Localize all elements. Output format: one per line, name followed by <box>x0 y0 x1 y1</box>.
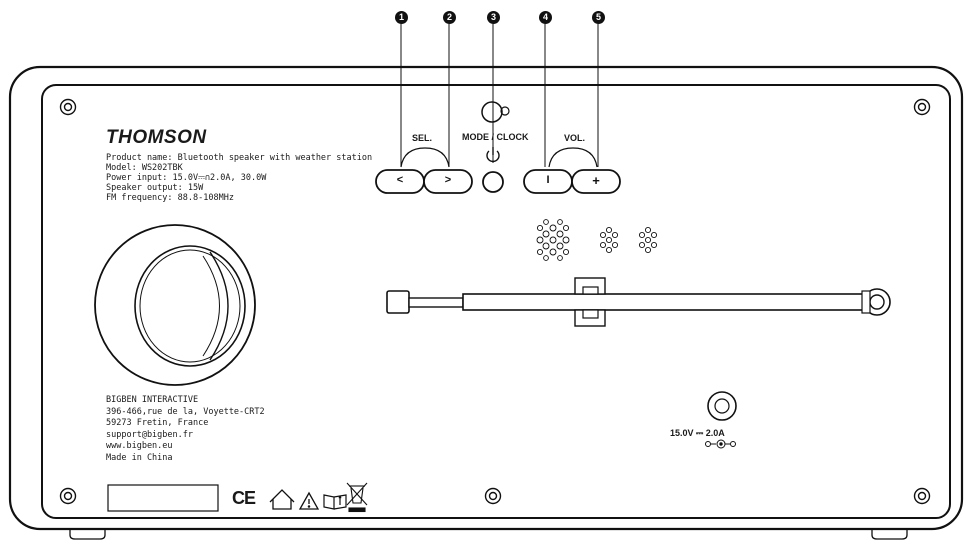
address-line-website: www.bigben.eu <box>106 441 173 451</box>
sel-bracket <box>400 147 450 168</box>
vent-holes-large <box>536 219 570 261</box>
callout-leaders <box>400 24 599 167</box>
screw-icon <box>913 98 931 116</box>
address-line-street: 396-466,rue de la, Voyette-CRT2 <box>106 406 265 417</box>
weee-bin-icon <box>346 482 368 513</box>
polarity-icon <box>705 439 736 449</box>
vol-down-button[interactable]: I <box>546 174 550 186</box>
vol-up-button[interactable]: + <box>592 173 600 188</box>
callout-3: 3 <box>487 11 500 24</box>
vol-label: VOL. <box>564 133 586 143</box>
manufacturer-address: BIGBEN INTERACTIVE 396-466,rue de la, Vo… <box>106 395 265 464</box>
inner-panel <box>41 84 951 519</box>
address-line-origin: Made in China <box>106 452 173 463</box>
vent-holes-small-2 <box>638 226 658 254</box>
manual-icon <box>323 494 347 510</box>
spec-block: Product name: Bluetooth speaker with wea… <box>106 153 372 203</box>
address-line-company: BIGBEN INTERACTIVE <box>106 395 199 405</box>
vent-holes-small-1 <box>599 226 619 254</box>
power-icon <box>486 147 500 163</box>
screw-icon <box>59 487 77 505</box>
spec-fm-frequency: FM frequency: 88.8-108MHz <box>106 193 234 203</box>
screw-icon <box>484 487 502 505</box>
mode-knob-inner <box>500 106 510 116</box>
power-jack-label: 15.0V ⎓ 2.0A <box>670 428 725 438</box>
spec-model: Model: WS202TBK <box>106 163 183 173</box>
vol-bracket <box>548 147 598 168</box>
indoor-use-icon <box>269 489 295 510</box>
warning-icon <box>298 491 320 510</box>
vol-up-button-shape <box>571 169 621 194</box>
outer-casing <box>8 65 964 531</box>
foot-right <box>871 529 908 540</box>
power-button-shape <box>482 171 504 193</box>
sel-label: SEL. <box>412 133 433 143</box>
sel-next-button-shape <box>423 169 473 194</box>
sel-next-button[interactable]: > <box>444 174 452 186</box>
callout-4: 4 <box>539 11 552 24</box>
rating-label-box <box>107 484 219 512</box>
mode-knob <box>481 101 503 123</box>
brand-logo: THOMSON <box>106 127 207 148</box>
address-line-city: 59273 Fretin, France <box>106 418 209 428</box>
callout-5: 5 <box>592 11 605 24</box>
screw-icon <box>59 98 77 116</box>
fm-antenna <box>386 277 891 327</box>
mode-clock-label: MODE / CLOCK <box>462 132 529 142</box>
callout-2: 2 <box>443 11 456 24</box>
ce-mark-icon: CE <box>232 488 256 508</box>
spec-power-input: Power input: 15.0V⎓∩2.0A, 30.0W <box>106 173 267 183</box>
bass-reflex-port <box>94 224 256 386</box>
foot-left <box>69 529 106 540</box>
address-line-email: support@bigben.fr <box>106 429 193 440</box>
dc-power-jack <box>707 391 737 421</box>
sel-prev-button[interactable]: < <box>396 174 404 186</box>
spec-speaker-output: Speaker output: 15W <box>106 183 204 193</box>
spec-product-name: Product name: Bluetooth speaker with wea… <box>106 153 373 163</box>
callout-1: 1 <box>395 11 408 24</box>
screw-icon <box>913 487 931 505</box>
